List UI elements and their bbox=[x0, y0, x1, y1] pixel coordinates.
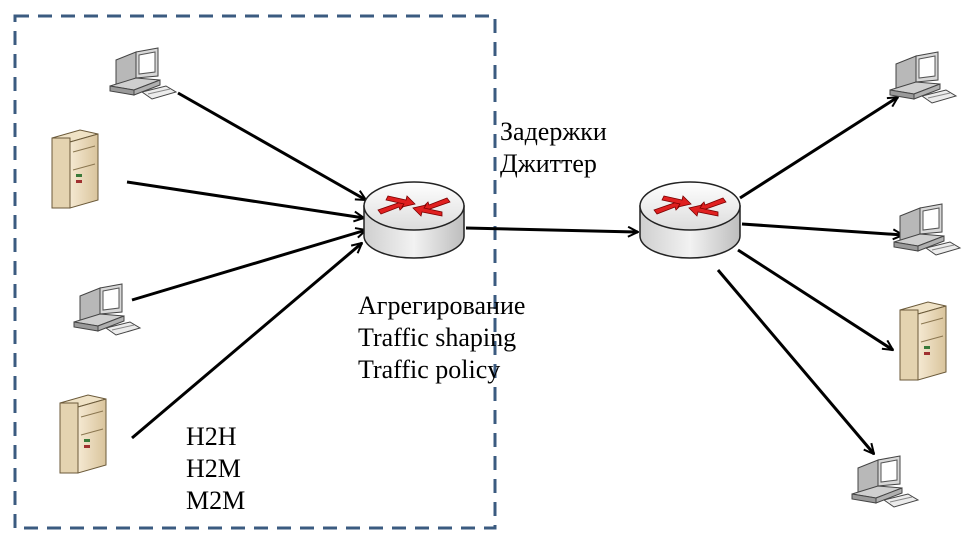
workstation-icon bbox=[109, 47, 177, 100]
workstation-icon bbox=[851, 455, 919, 508]
router-icon bbox=[639, 181, 741, 259]
workstation-icon bbox=[73, 283, 141, 336]
server-icon bbox=[51, 129, 99, 209]
link-pc2-router1 bbox=[131, 230, 366, 302]
h2m-label: H2M bbox=[186, 454, 241, 483]
link-pc1-router1 bbox=[177, 91, 366, 202]
access-network-boundary bbox=[13, 14, 497, 530]
router-icon bbox=[363, 181, 465, 259]
link-router2-server bbox=[737, 248, 893, 352]
server-icon bbox=[59, 394, 107, 474]
jitter-label: Джиттер bbox=[500, 149, 597, 178]
server-icon bbox=[899, 301, 947, 381]
link-server1-router1 bbox=[126, 180, 364, 218]
link-server2-router1 bbox=[131, 243, 362, 440]
connection-arrows bbox=[126, 91, 903, 454]
network-metrics-label: Задержки Джиттер bbox=[500, 116, 607, 180]
link-router2-pc-top bbox=[739, 95, 898, 200]
m2m-label: M2M bbox=[186, 486, 246, 515]
link-router2-pc-bottom bbox=[716, 269, 874, 454]
traffic-shaping-label: Traffic shaping bbox=[358, 323, 517, 352]
traffic-policy-label: Traffic policy bbox=[358, 355, 501, 384]
router-functions-label: Агрегирование Traffic shaping Traffic po… bbox=[358, 290, 525, 386]
link-router2-pc-mid bbox=[741, 222, 903, 235]
aggregation-label: Агрегирование bbox=[358, 291, 526, 320]
workstation-icon bbox=[889, 51, 957, 104]
h2h-label: H2H bbox=[186, 422, 237, 451]
traffic-types-label: H2H H2M M2M bbox=[186, 421, 245, 517]
link-router1-router2 bbox=[465, 228, 638, 232]
workstation-icon bbox=[893, 203, 961, 256]
delay-label: Задержки bbox=[500, 117, 607, 146]
